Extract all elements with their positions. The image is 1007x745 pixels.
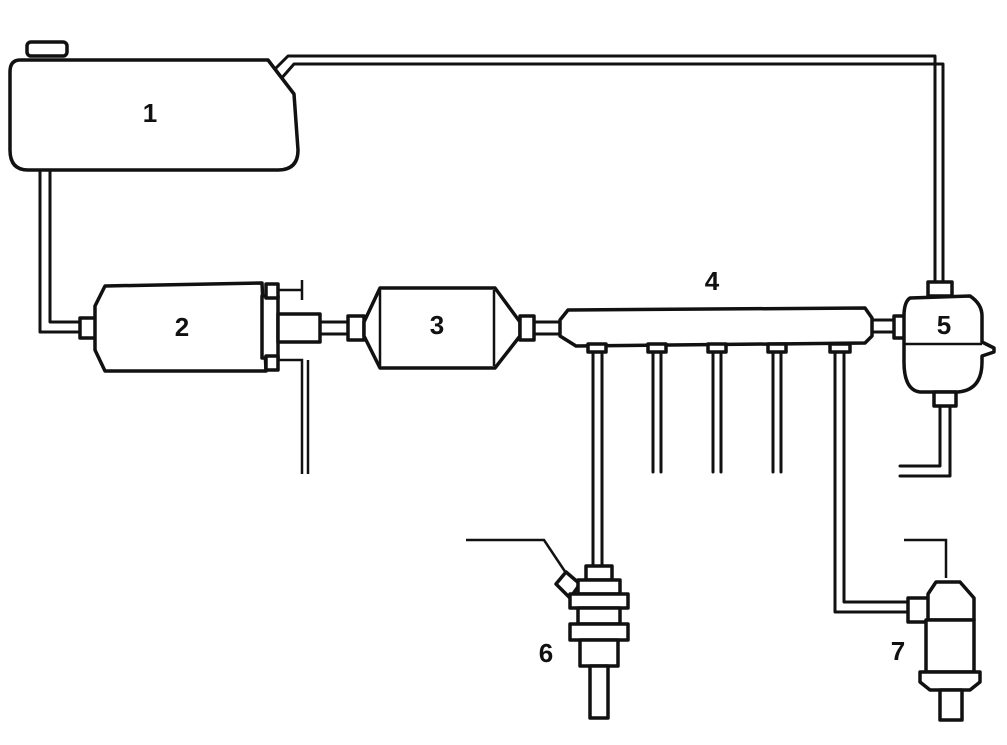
filter-label: 3 [430, 310, 444, 340]
regulator-label: 5 [937, 310, 951, 340]
rail-regulator-pipe [870, 314, 908, 340]
fuel-injector [466, 538, 630, 720]
fuel-filter [362, 286, 536, 370]
rail-label: 4 [705, 266, 720, 296]
supply-line [38, 168, 84, 334]
fuel-rail [558, 306, 874, 474]
return-line [270, 54, 945, 284]
injector-label: 6 [539, 638, 553, 668]
injector-line [591, 350, 604, 568]
cold-start-valve [904, 538, 982, 722]
cold-start-valve-label: 7 [891, 636, 905, 666]
fuel-tank [8, 40, 300, 172]
pressure-regulator [898, 280, 996, 478]
filter-rail-pipe [532, 320, 562, 336]
cold-start-line [833, 350, 912, 614]
pump-filter-pipe [318, 314, 366, 342]
pump-label: 2 [175, 312, 189, 342]
tank-label: 1 [143, 98, 157, 128]
fuel-pump [78, 280, 322, 474]
